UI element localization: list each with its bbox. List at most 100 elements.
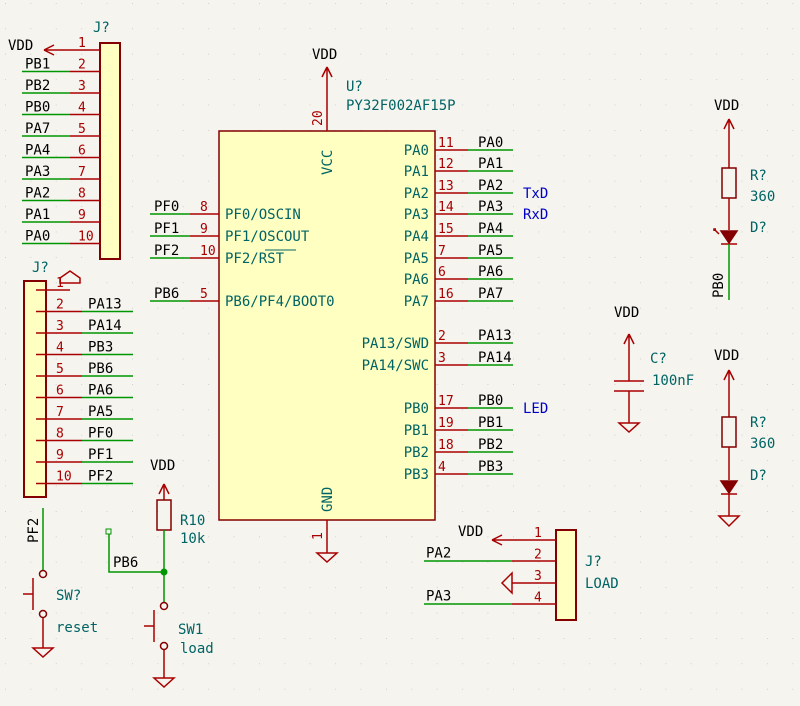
- mcu-right-net-label: PA13: [478, 328, 512, 344]
- led-circuit-2[interactable]: VDD R? 360 D?: [714, 348, 775, 528]
- mcu-left-net-label: PF1: [154, 221, 179, 237]
- load-sw-contact-bottom: [159, 641, 169, 651]
- connector-bottom-net-label: PB3: [88, 340, 113, 356]
- connector-top-vdd-label: VDD: [8, 38, 33, 54]
- connector-bottom-pin-number: 9: [56, 448, 64, 463]
- led1-r-value: 360: [750, 189, 775, 205]
- connector-top-pin-number: 4: [78, 101, 86, 116]
- mcu-right-note: LED: [523, 401, 548, 417]
- cap-symbol: [614, 333, 644, 434]
- cap-vdd-label: VDD: [614, 305, 639, 321]
- mcu-right-pin-number: 7: [438, 244, 446, 259]
- led2-gnd-symbol: [717, 493, 741, 528]
- mcu-right-note: RxD: [523, 207, 548, 223]
- mcu-gnd-pin-number: 1: [311, 532, 326, 540]
- connector-load-pin-number: 1: [534, 526, 542, 541]
- mcu-left-pin-number: 8: [200, 200, 208, 215]
- connector-bottom-net-label: PA13: [88, 297, 122, 313]
- mcu-right-pin-name: PA6: [404, 272, 429, 288]
- load-sw-contact-top: [159, 601, 169, 611]
- connector-top-net-label: PA3: [25, 164, 50, 180]
- cap-ref: C?: [650, 351, 667, 367]
- load-switch-icon: [144, 610, 176, 689]
- connector-top-pin-number: 2: [78, 58, 86, 73]
- connector-bottom-pin-number: 2: [56, 298, 64, 313]
- mcu-vdd-arrow: [321, 66, 333, 131]
- load-switch-circuit[interactable]: VDD R10 10k PB6 SW1 load: [105, 458, 214, 689]
- mcu-gnd-symbol: [315, 520, 339, 564]
- connector-bottom-pin-number: 8: [56, 427, 64, 442]
- mcu-right-pin-number: 3: [438, 351, 446, 366]
- mcu-right-pin-number: 19: [438, 416, 454, 431]
- mcu-right-net-label: PA5: [478, 243, 503, 259]
- connector-bottom-net-label: PF2: [88, 469, 113, 485]
- load-r-ref: R10: [180, 513, 205, 529]
- mcu-left-pin-number: 5: [200, 287, 208, 302]
- connector-bottom-net-label: PB6: [88, 361, 113, 377]
- connector-load-pin-lines: [512, 560, 556, 605]
- connector-bottom-ref: J?: [32, 260, 49, 276]
- connector-bottom[interactable]: J? 1PA132PA143PB34PB65PA66PA57PF08PF19PF…: [23, 260, 133, 498]
- mcu-right-pin-name: PA0: [404, 143, 429, 159]
- connector-load-vdd-label: VDD: [458, 524, 483, 540]
- connector-load-ref: J?: [585, 554, 602, 570]
- connector-top-vdd-arrow: [43, 44, 100, 56]
- load-sw-ref: SW1: [178, 622, 203, 638]
- mcu-right-net-label: PA14: [478, 350, 512, 366]
- reset-net-label: PF2: [26, 518, 42, 543]
- mcu-right-pin-number: 16: [438, 287, 454, 302]
- connector-top-net-label: PA4: [25, 143, 50, 159]
- led2-vdd-arrow: [723, 369, 735, 417]
- mcu-right-net-label: PA2: [478, 178, 503, 194]
- led2-diode-icon: [719, 480, 739, 495]
- mcu-right-net-label: PA1: [478, 156, 503, 172]
- capacitor-circuit[interactable]: VDD C? 100nF: [614, 305, 694, 434]
- cap-value: 100nF: [652, 373, 694, 389]
- led2-d-ref: D?: [750, 468, 767, 484]
- mcu-right-net-label: PA3: [478, 199, 503, 215]
- load-vdd-arrow: [158, 483, 170, 500]
- connector-top-net-label: PA1: [25, 207, 50, 223]
- connector-bottom-net-label: PF1: [88, 447, 113, 463]
- connector-top-pin-number: 5: [78, 122, 86, 137]
- connector-bottom-body: [23, 280, 47, 498]
- led2-r-ref: R?: [750, 415, 767, 431]
- reset-switch-icon: [23, 578, 55, 659]
- mcu-right-pin-number: 4: [438, 460, 446, 475]
- mcu-left-pin-name: PF2/RST: [225, 251, 285, 267]
- mcu-right-net-label: PA6: [478, 264, 503, 280]
- mcu-left-net-label: PF0: [154, 199, 179, 215]
- reset-switch-circuit[interactable]: PF2 SW? reset: [23, 508, 98, 659]
- load-sw-value: load: [180, 641, 214, 657]
- mcu-right-pin-number: 2: [438, 329, 446, 344]
- load-r-value: 10k: [180, 531, 206, 547]
- led1-d-ref: D?: [750, 220, 767, 236]
- mcu-gnd-pin-name: GND: [320, 487, 336, 512]
- mcu-left-pin-name: PF1/OSCOUT: [225, 229, 310, 245]
- mcu-right-pin-name: PA1: [404, 164, 429, 180]
- connector-load-pin-number: 2: [534, 548, 542, 563]
- mcu-ref: U?: [346, 79, 363, 95]
- led-circuit-1[interactable]: VDD R? 360 D? PB0: [711, 98, 775, 300]
- mcu-right-pin-number: 13: [438, 179, 454, 194]
- reset-sw-ref: SW?: [56, 588, 81, 604]
- connector-bottom-pin-number: 6: [56, 384, 64, 399]
- mcu-right-net-label: PA7: [478, 286, 503, 302]
- mcu-right-pin-name: PA14/SWC: [362, 358, 429, 374]
- mcu-vcc-pin-number: 20: [311, 110, 326, 126]
- mcu-right-pin-number: 17: [438, 394, 454, 409]
- mcu-right-pin-number: 11: [438, 136, 454, 151]
- connector-bottom-net-label: PA6: [88, 383, 113, 399]
- connector-bottom-pin-number: 4: [56, 341, 64, 356]
- connector-load-wires: [424, 560, 512, 605]
- mcu-left-pin-number: 10: [200, 244, 216, 259]
- mcu-right-pin-name: PA5: [404, 251, 429, 267]
- connector-top-pin-number: 3: [78, 79, 86, 94]
- connector-bottom-gnd-pwr-icon: [59, 270, 81, 284]
- mcu-value: PY32F002AF15P: [346, 98, 456, 114]
- mcu-left-pin-name: PB6/PF4/BOOT0: [225, 294, 335, 310]
- mcu-left-pin-number: 9: [200, 222, 208, 237]
